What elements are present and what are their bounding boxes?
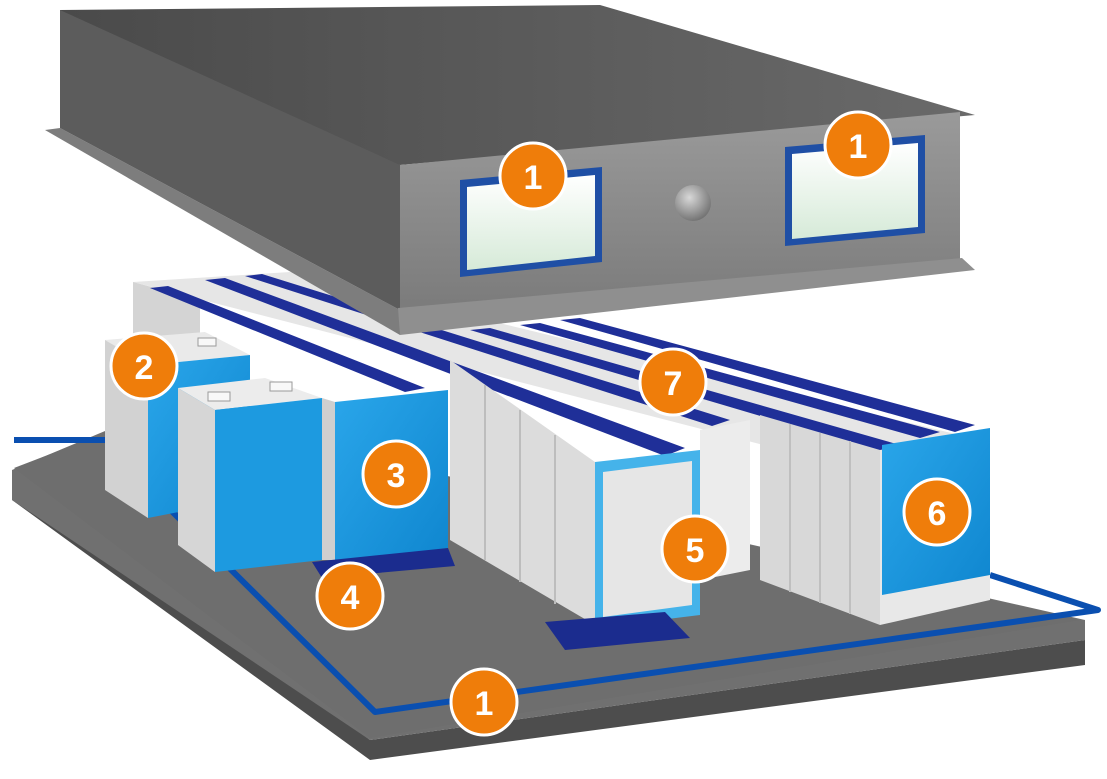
containment-stripe: [520, 323, 940, 438]
callout-number: 4: [341, 579, 360, 617]
containment-stripe: [560, 318, 975, 432]
unit-middle-top-vent: [269, 381, 293, 392]
callout-containment-roof: 7: [638, 347, 708, 417]
callout-number: 1: [524, 159, 543, 197]
row-end-door: [603, 461, 692, 617]
floor-side: [12, 470, 1085, 760]
callout-floor-perimeter: 1: [449, 667, 519, 737]
middle-rack-row: [450, 360, 750, 650]
floor-blanking-pad: [545, 612, 690, 650]
callout-number: 2: [135, 349, 154, 387]
ceiling-plenum: [45, 5, 975, 335]
callout-number: 1: [475, 685, 494, 723]
callout-badge: [902, 477, 972, 547]
callout-badge: [449, 667, 519, 737]
containment-stripe: [205, 278, 685, 456]
callout-badge: [109, 331, 179, 401]
callout-floor-pad: 4: [315, 561, 385, 631]
callout-number: 1: [849, 128, 868, 166]
callout-badge: [638, 347, 708, 417]
round-knob-icon: [675, 185, 711, 221]
callout-number: 5: [686, 532, 705, 570]
callout-badge: [498, 141, 568, 211]
vent-right-grille: [792, 143, 918, 239]
middle-row-side: [450, 360, 595, 625]
ceiling-lip-left: [45, 128, 400, 335]
callout-badge: [823, 110, 893, 180]
vent-left-grille: [467, 175, 595, 270]
floor-perimeter-outline: [14, 437, 1101, 715]
unit-front-side: [322, 398, 335, 560]
front-left-cabinets: [105, 332, 455, 578]
callout-badge: [315, 561, 385, 631]
callout-badge: [660, 514, 730, 584]
callout-rack-panel: 6: [902, 477, 972, 547]
callout-row-end: 5: [660, 514, 730, 584]
callout-number: 7: [664, 365, 683, 403]
vent-left: [460, 167, 602, 277]
vent-right: [785, 135, 925, 246]
containment-stripe: [150, 286, 425, 392]
middle-row-cabinet-lines: [484, 385, 556, 604]
unit-left-top-vent: [197, 337, 217, 347]
callout-vent-right: 1: [823, 110, 893, 180]
right-row-cabinet-lines: [789, 424, 851, 614]
unit-middle-side: [178, 388, 215, 572]
callout-badge: [361, 439, 431, 509]
ceiling-side-left: [60, 10, 400, 310]
callout-number: 3: [387, 457, 406, 495]
callout-number: 6: [928, 495, 947, 533]
callout-vent-left: 1: [498, 141, 568, 211]
unit-middle-top-vent: [207, 391, 231, 402]
unit-middle-front: [215, 398, 322, 572]
callout-unit-left: 2: [109, 331, 179, 401]
callout-unit-front: 3: [361, 439, 431, 509]
ceiling-lip-front: [398, 258, 975, 335]
